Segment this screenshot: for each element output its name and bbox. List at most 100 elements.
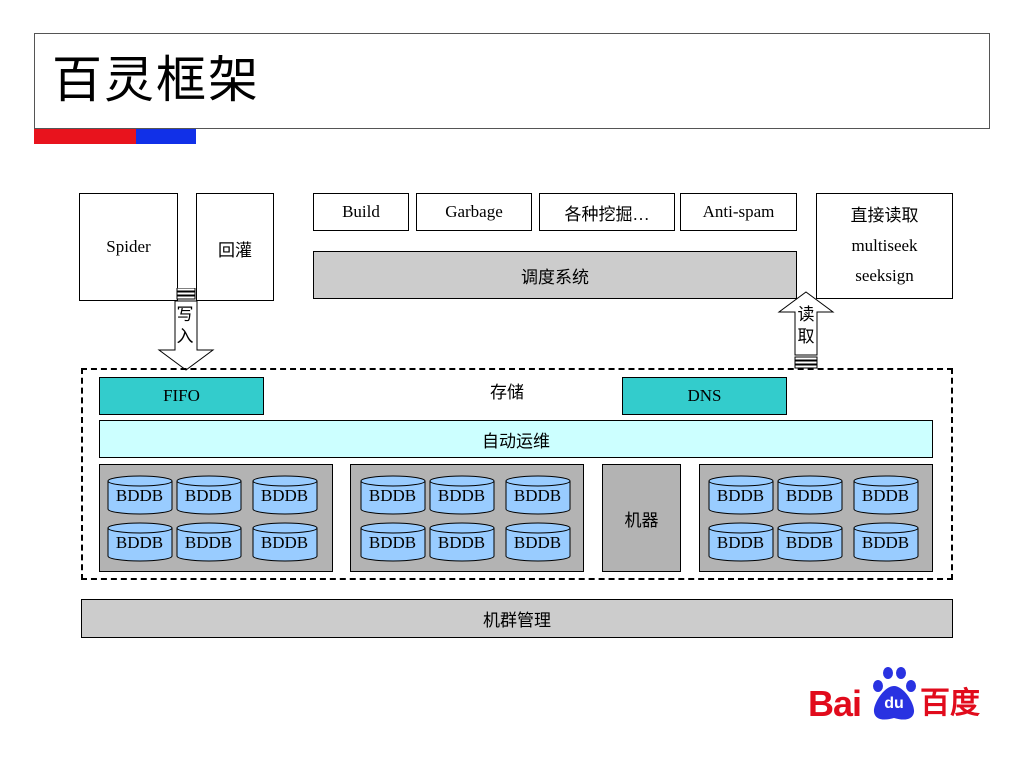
database-cylinder: BDDB <box>107 522 173 562</box>
baidu-logo-du: du <box>884 695 904 712</box>
database-label: BDDB <box>260 533 309 552</box>
database-icon <box>107 475 173 515</box>
write-char-1: 写 <box>176 305 194 324</box>
database-icon <box>176 522 242 562</box>
database-icon <box>360 475 426 515</box>
baidu-logo-chinese: 百度 <box>920 686 980 721</box>
write-arrow-icon <box>157 288 215 371</box>
database-label: BDDB <box>785 486 834 505</box>
cluster-mgmt-label: 机群管理 <box>483 611 551 630</box>
database-cylinder: BDDB <box>360 522 426 562</box>
direct-read-line1: 直接读取 <box>850 206 919 225</box>
database-cylinder: BDDB <box>505 522 571 562</box>
database-icon <box>708 522 774 562</box>
backfill-box: 回灌 <box>196 193 274 301</box>
database-label: BDDB <box>437 533 486 552</box>
storage-region <box>81 368 953 580</box>
title-accent-red <box>34 129 136 144</box>
database-cylinder: BDDB <box>853 522 919 562</box>
task-antispam: Anti-spam <box>680 193 797 231</box>
task-garbage-label: Garbage <box>445 202 503 221</box>
database-icon <box>252 522 318 562</box>
database-icon <box>777 522 843 562</box>
database-cylinder: BDDB <box>176 475 242 515</box>
database-icon <box>176 475 242 515</box>
title-accent-blue <box>136 129 196 144</box>
database-cylinder: BDDB <box>252 522 318 562</box>
auto-ops-label: 自动运维 <box>482 431 550 451</box>
database-icon <box>505 522 571 562</box>
task-build: Build <box>313 193 409 231</box>
database-icon <box>360 522 426 562</box>
task-garbage: Garbage <box>416 193 532 231</box>
database-label: BDDB <box>785 533 834 552</box>
scheduler-label: 调度系统 <box>521 267 589 287</box>
database-label: BDDB <box>115 533 164 552</box>
database-cylinder: BDDB <box>708 475 774 515</box>
database-cylinder: BDDB <box>176 522 242 562</box>
database-cylinder: BDDB <box>429 475 495 515</box>
database-icon <box>708 475 774 515</box>
direct-read-line3: seeksign <box>855 266 914 285</box>
database-label: BDDB <box>513 486 562 505</box>
database-icon <box>252 475 318 515</box>
direct-read-box: 直接读取 multiseek seeksign <box>816 193 953 299</box>
read-char-1: 读 <box>797 305 815 324</box>
baidu-logo-latin: Bai <box>808 683 862 724</box>
database-cylinder: BDDB <box>107 475 173 515</box>
auto-ops-box: 自动运维 <box>99 420 933 458</box>
task-build-label: Build <box>342 202 380 221</box>
fifo-box: FIFO <box>99 377 264 415</box>
read-arrow-icon <box>777 291 835 369</box>
task-mining-label: 各种挖掘… <box>564 204 650 224</box>
scheduler-box: 调度系统 <box>313 251 797 299</box>
database-label: BDDB <box>861 486 910 505</box>
database-label: BDDB <box>716 533 765 552</box>
database-icon <box>505 475 571 515</box>
database-cylinder: BDDB <box>708 522 774 562</box>
task-antispam-label: Anti-spam <box>702 202 775 221</box>
database-label: BDDB <box>260 486 309 505</box>
database-label: BDDB <box>184 533 233 552</box>
database-label: BDDB <box>513 533 562 552</box>
task-mining: 各种挖掘… <box>539 193 675 231</box>
database-cylinder: BDDB <box>252 475 318 515</box>
database-label: BDDB <box>115 486 164 505</box>
write-label: 写 入 <box>173 304 197 348</box>
database-cylinder: BDDB <box>360 475 426 515</box>
database-label: BDDB <box>861 533 910 552</box>
fifo-label: FIFO <box>163 386 200 405</box>
database-icon <box>777 475 843 515</box>
database-label: BDDB <box>368 533 417 552</box>
machine-label: 机器 <box>624 510 659 530</box>
database-cylinder: BDDB <box>853 475 919 515</box>
baidu-paw-icon <box>873 667 916 720</box>
spider-label: Spider <box>106 237 151 256</box>
database-icon <box>107 522 173 562</box>
database-cylinder: BDDB <box>777 522 843 562</box>
write-char-2: 入 <box>176 327 194 346</box>
database-label: BDDB <box>716 486 765 505</box>
database-icon <box>853 522 919 562</box>
database-cylinder: BDDB <box>777 475 843 515</box>
title-frame <box>34 33 990 129</box>
read-char-2: 取 <box>797 327 815 346</box>
spider-box: Spider <box>79 193 178 301</box>
database-cylinder: BDDB <box>429 522 495 562</box>
cluster-mgmt-box: 机群管理 <box>81 599 953 638</box>
database-icon <box>853 475 919 515</box>
backfill-label: 回灌 <box>218 241 252 260</box>
database-label: BDDB <box>184 486 233 505</box>
database-cylinder: BDDB <box>505 475 571 515</box>
read-label: 读 取 <box>794 304 818 348</box>
machine-box: 机器 <box>602 464 681 572</box>
database-label: BDDB <box>368 486 417 505</box>
dns-box: DNS <box>622 377 787 415</box>
direct-read-line2: multiseek <box>851 236 918 255</box>
storage-label: 存储 <box>490 383 524 402</box>
database-label: BDDB <box>437 486 486 505</box>
database-icon <box>429 475 495 515</box>
page-title: 百灵框架 <box>52 51 260 109</box>
database-icon <box>429 522 495 562</box>
dns-label: DNS <box>687 386 722 405</box>
